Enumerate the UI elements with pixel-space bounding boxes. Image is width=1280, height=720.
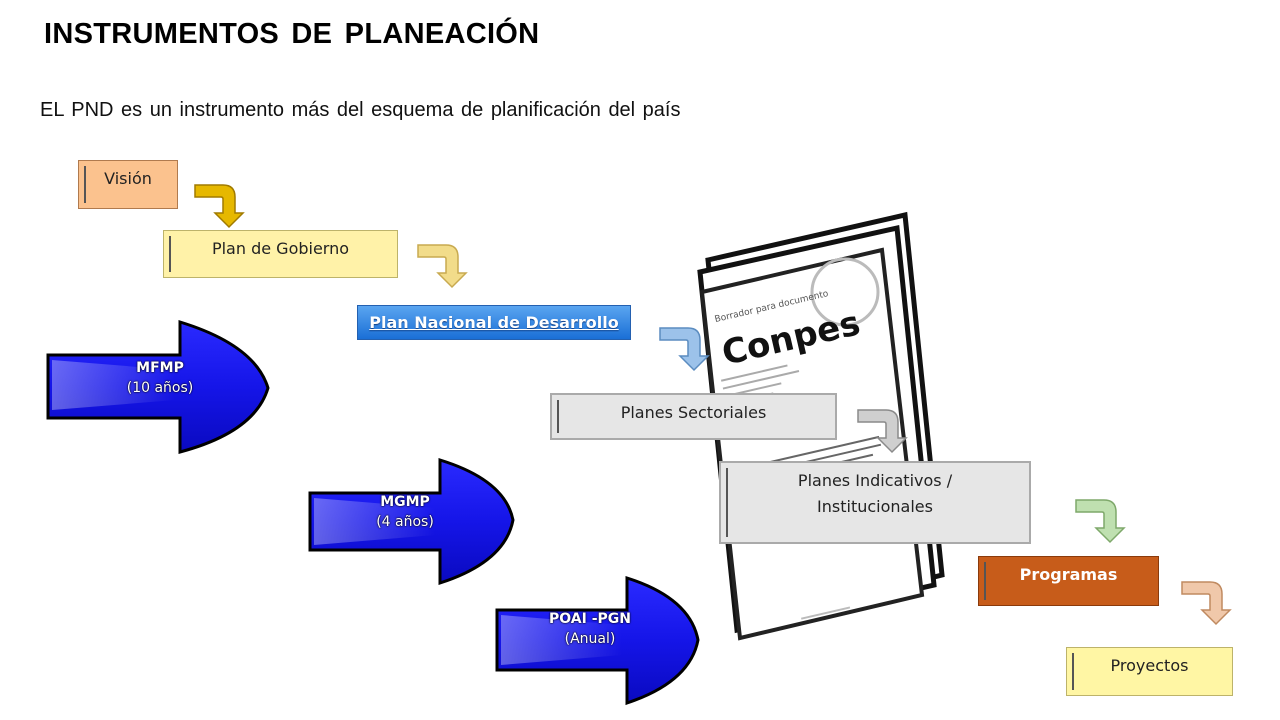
mfmp-label: MFMP (10 años) bbox=[100, 358, 220, 398]
mgmp-label: MGMP (4 años) bbox=[345, 492, 465, 532]
mgmp-arrow-icon bbox=[308, 457, 515, 586]
planes-indicativos-box: Planes Indicativos / Institucionales bbox=[719, 461, 1031, 544]
mgmp-period: (4 años) bbox=[376, 514, 434, 530]
planes-indicativos-line2: Institucionales bbox=[817, 497, 933, 516]
plan-nacional-desarrollo-box: Plan Nacional de Desarrollo bbox=[357, 305, 631, 340]
mfmp-arrow-icon bbox=[46, 319, 270, 454]
plan-gobierno-box: Plan de Gobierno bbox=[163, 230, 398, 278]
connector-arrow-icon bbox=[417, 244, 468, 289]
page-subtitle: EL PND es un instrumento más del esquema… bbox=[40, 99, 681, 121]
connector-arrow-icon bbox=[857, 409, 908, 454]
connector-arrow-icon bbox=[1181, 581, 1232, 626]
connector-arrow-icon bbox=[1075, 499, 1126, 544]
seal-circle-icon bbox=[810, 257, 880, 327]
poai-name: POAI -PGN bbox=[549, 611, 631, 627]
programas-box: Programas bbox=[978, 556, 1159, 606]
mgmp-name: MGMP bbox=[380, 494, 430, 510]
planes-indicativos-line1: Planes Indicativos / bbox=[797, 471, 953, 490]
connector-arrow-icon bbox=[194, 184, 245, 229]
proyectos-box: Proyectos bbox=[1066, 647, 1233, 696]
connector-arrow-icon bbox=[659, 327, 710, 372]
poai-arrow-icon bbox=[495, 575, 700, 706]
mfmp-period: (10 años) bbox=[126, 380, 194, 396]
planes-sectoriales-box: Planes Sectoriales bbox=[550, 393, 837, 440]
vision-box: Visión bbox=[78, 160, 178, 209]
mfmp-name: MFMP bbox=[136, 360, 184, 376]
poai-label: POAI -PGN (Anual) bbox=[530, 609, 650, 649]
page-title: INSTRUMENTOS DE PLANEACIÓN bbox=[44, 18, 540, 50]
poai-period: (Anual) bbox=[564, 631, 616, 647]
